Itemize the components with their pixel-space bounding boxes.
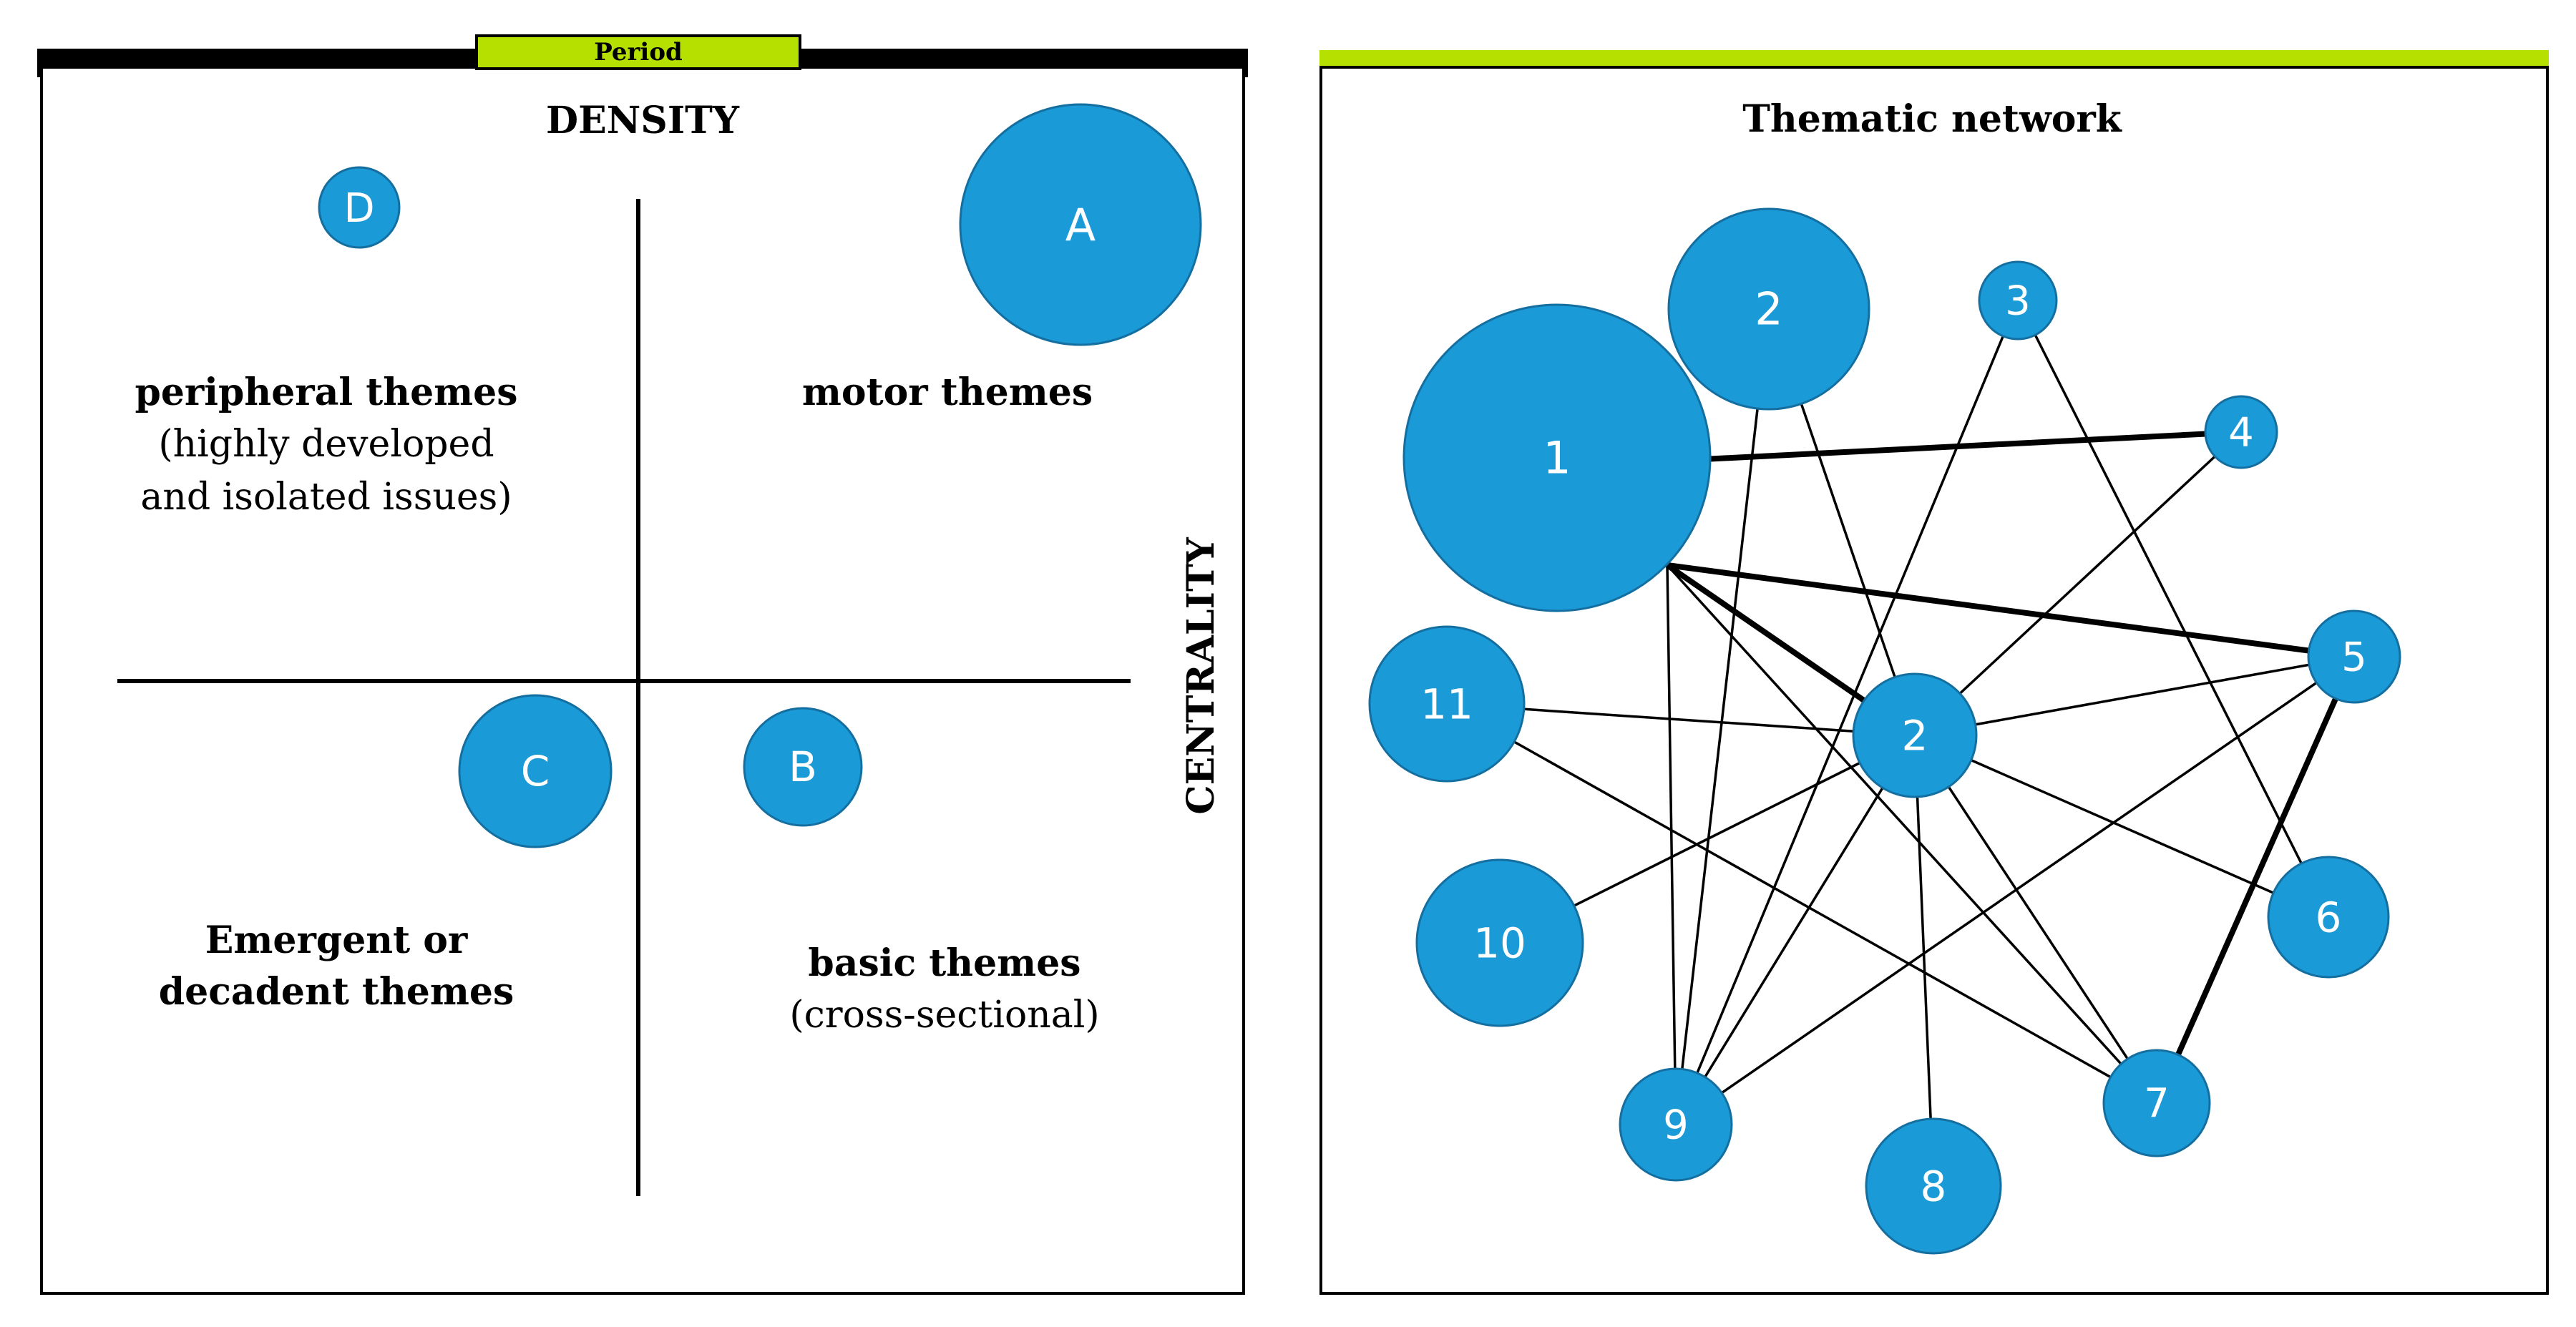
centrality-label: CENTRALITY [1179,537,1223,814]
network-node-n5-circle [2307,609,2401,704]
network-node-n10-circle [1415,858,1584,1027]
network-node-n10-label: 10 [1473,919,1526,967]
network-node-n5: 5 [2307,609,2401,704]
theme-bubble-a-circle [959,103,1202,346]
network-node-n2top-label: 2 [1755,283,1782,336]
network-node-n3-circle [1978,260,2058,341]
network-edge-n3-n6 [2016,300,2330,918]
theme-bubble-d-circle [318,166,401,249]
network-edge-n1-n5 [1667,562,2355,660]
network-edge-n3-n9 [1674,300,2019,1125]
network-node-n7-label: 7 [2144,1081,2170,1127]
network-node-n11-label: 11 [1420,680,1473,728]
network-node-n4-circle [2204,395,2278,469]
network-edge-n2center-n9 [1674,735,1916,1125]
theme-bubble-b: B [743,707,863,827]
network-edge-n4-n2center [1913,431,2243,737]
network-node-n2center-label: 2 [1902,711,1928,760]
theme-bubble-b-label: B [789,743,817,791]
theme-bubble-d-label: D [343,185,374,232]
peripheral-themes-line2: and isolated issues) [140,476,512,519]
network-node-n7: 7 [2102,1049,2211,1157]
basic-themes-title: basic themes [808,941,1080,985]
emergent-themes-line1: Emergent or [205,919,468,962]
density-label: DENSITY [546,99,740,142]
network-node-n1: 1 [1402,303,1712,612]
peripheral-themes-title: peripheral themes [135,371,517,414]
network-node-n7-circle [2102,1049,2211,1157]
network-edge-n5-n2center [1914,655,2355,737]
network-node-n4: 4 [2204,395,2278,469]
network-edge-n2center-n7 [1913,735,2158,1104]
network-edge-n1-n7 [1666,564,2158,1105]
network-node-n2top: 2 [1667,207,1870,411]
network-node-n9: 9 [1619,1067,1733,1182]
network-node-n4-label: 4 [2228,410,2254,456]
network-node-n11: 11 [1368,625,1526,783]
network-node-n6-label: 6 [2316,893,2342,941]
thematic-network-title: Thematic network [1742,97,2122,141]
theme-bubble-c-label: C [521,747,550,795]
network-node-n6: 6 [2267,856,2390,979]
network-edge-n5-n7 [2154,655,2357,1105]
network-nodes: 1 2 3 4 5 2 11 6 10 9 7 8 [1368,207,2401,1255]
network-node-n1-label: 1 [1543,432,1571,484]
network-edge-n2center-n6 [1914,734,2329,919]
motor-themes-title: motor themes [802,371,1093,414]
period-tab: Period [475,34,801,70]
network-node-n8-circle [1865,1117,2002,1255]
theme-bubble-b-circle [743,707,863,827]
network-node-n9-label: 9 [1663,1102,1689,1149]
peripheral-themes-line1: (highly developed [158,423,494,466]
network-edge-n5-n9 [1675,655,2355,1126]
network-node-n10: 10 [1415,858,1584,1027]
network-edge-n1-n4 [1702,429,2242,462]
network-node-n3: 3 [1978,260,2058,341]
network-node-n2top-circle [1667,207,1870,411]
network-node-n11-circle [1368,625,1526,783]
network-node-n8-label: 8 [1921,1162,1947,1210]
network-node-n8: 8 [1865,1117,2002,1255]
network-edge-n2center-n8 [1913,735,1935,1187]
network-node-n6-circle [2267,856,2390,979]
strategic-diagram: DENSITY CENTRALITY peripheral themes (hi… [117,99,1223,1196]
network-node-n2center: 2 [1852,672,1978,798]
network-node-n9-circle [1619,1067,1733,1182]
emergent-themes-line2: decadent themes [159,970,514,1014]
period-label: Period [594,38,683,67]
basic-themes-subtitle: (cross-sectional) [789,994,1099,1037]
network-node-n3-label: 3 [2005,278,2031,325]
theme-bubble-a: A [959,103,1202,346]
network-node-n1-circle [1402,303,1712,612]
theme-bubble-d: D [318,166,401,249]
theme-bubble-c-circle [458,694,613,848]
network-node-n5-label: 5 [2341,635,2367,681]
network-edge-n1-n9 [1666,564,1677,1125]
network-edge-n11-n7 [1446,702,2157,1105]
network-node-n2center-circle [1852,672,1978,798]
thematic-network: Thematic network 1 2 3 4 5 2 11 6 10 9 7 8 [1368,97,2401,1255]
network-edge-n2top-n9 [1674,308,1770,1125]
theme-bubble-c: C [458,694,613,848]
theme-bubble-a-label: A [1065,199,1096,251]
